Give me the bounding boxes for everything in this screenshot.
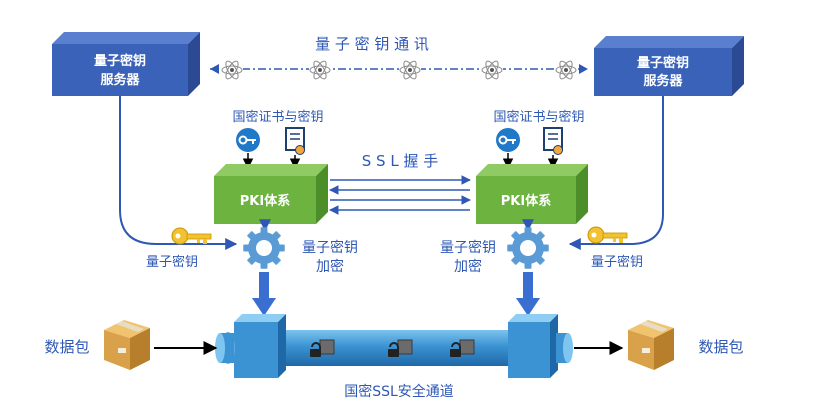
tunnel-lock-icons xyxy=(310,339,475,357)
right-key-server: 量子密钥 服务器 xyxy=(594,36,744,96)
left-gear-icon xyxy=(243,227,285,269)
atom-icon xyxy=(221,60,243,80)
left-qkey-label: 量子密钥 xyxy=(146,254,198,270)
right-gear-icon xyxy=(507,227,549,269)
right-encrypt-line2: 加密 xyxy=(454,258,482,275)
left-pki-label: PKI体系 xyxy=(240,193,290,209)
lock-icon xyxy=(310,339,335,357)
right-server-line1: 量子密钥 xyxy=(637,55,689,71)
lock-icon xyxy=(450,339,475,357)
left-encrypt-line1: 量子密钥 xyxy=(302,239,358,256)
left-certificate-icon xyxy=(285,127,305,155)
ssl-handshake-label: S S L 握 手 xyxy=(362,152,438,170)
ssl-tunnel xyxy=(215,314,573,378)
right-pki-box: PKI体系 xyxy=(476,164,588,224)
tunnel-label: 国密SSL安全通道 xyxy=(344,383,454,400)
right-packet-label: 数据包 xyxy=(698,338,743,356)
left-server-line1: 量子密钥 xyxy=(94,53,146,69)
right-encrypt-line1: 量子密钥 xyxy=(440,239,496,256)
right-server-connector xyxy=(568,96,664,250)
atom-icon xyxy=(481,60,503,80)
lock-icon xyxy=(388,339,413,357)
quantum-channel-label: 量 子 密 钥 通 讯 xyxy=(315,35,429,53)
left-server-connector xyxy=(119,96,238,250)
left-server-line2: 服务器 xyxy=(100,72,140,88)
atom-icon xyxy=(309,60,331,80)
right-package-icon xyxy=(628,320,674,370)
gear-to-tunnel-arrows xyxy=(252,272,540,316)
right-certificate-icon xyxy=(543,127,563,155)
right-gold-key-icon xyxy=(587,226,628,244)
left-key-circle-icon xyxy=(236,128,260,152)
ssl-handshake-arrows xyxy=(329,175,471,215)
left-key-server: 量子密钥 服务器 xyxy=(52,32,200,96)
left-encrypt-line2: 加密 xyxy=(316,258,344,275)
right-key-circle-icon xyxy=(496,128,520,152)
left-package-icon xyxy=(104,320,150,370)
right-qkey-label: 量子密钥 xyxy=(591,254,643,270)
right-server-line2: 服务器 xyxy=(643,73,683,89)
right-pki-label: PKI体系 xyxy=(501,193,551,209)
left-packet-label: 数据包 xyxy=(44,338,89,356)
right-cert-label: 国密证书与密钥 xyxy=(493,109,584,125)
pki-to-gear-arrows xyxy=(259,219,534,232)
left-pki-box: PKI体系 xyxy=(214,164,328,224)
atom-icon xyxy=(399,60,421,80)
atom-icons xyxy=(221,60,577,80)
left-cert-label: 国密证书与密钥 xyxy=(232,109,323,125)
atom-icon xyxy=(555,60,577,80)
left-gold-key-icon xyxy=(171,227,212,245)
